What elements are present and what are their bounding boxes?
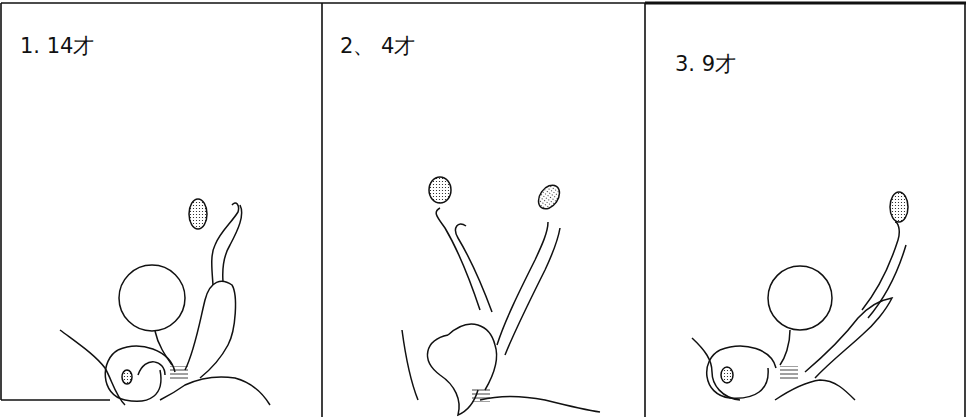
hatched-band [472, 388, 490, 402]
hatched-band [170, 366, 188, 380]
rectum-spot [122, 370, 132, 384]
panel-label: 2、 4才 [340, 32, 415, 60]
pelvis-figure-3 [692, 222, 906, 400]
hatched-band [780, 366, 798, 380]
panel-label: 1. 14才 [20, 32, 94, 60]
pelvis-figure-2 [402, 208, 600, 415]
ovary [429, 177, 451, 203]
panel-label: 3. 9才 [675, 50, 736, 78]
ovary [189, 199, 207, 229]
rectum-spot [721, 367, 733, 383]
ovary [534, 181, 564, 213]
pelvis-figure-1 [60, 203, 270, 405]
ovary [890, 192, 908, 222]
panel-frames [1, 3, 966, 417]
